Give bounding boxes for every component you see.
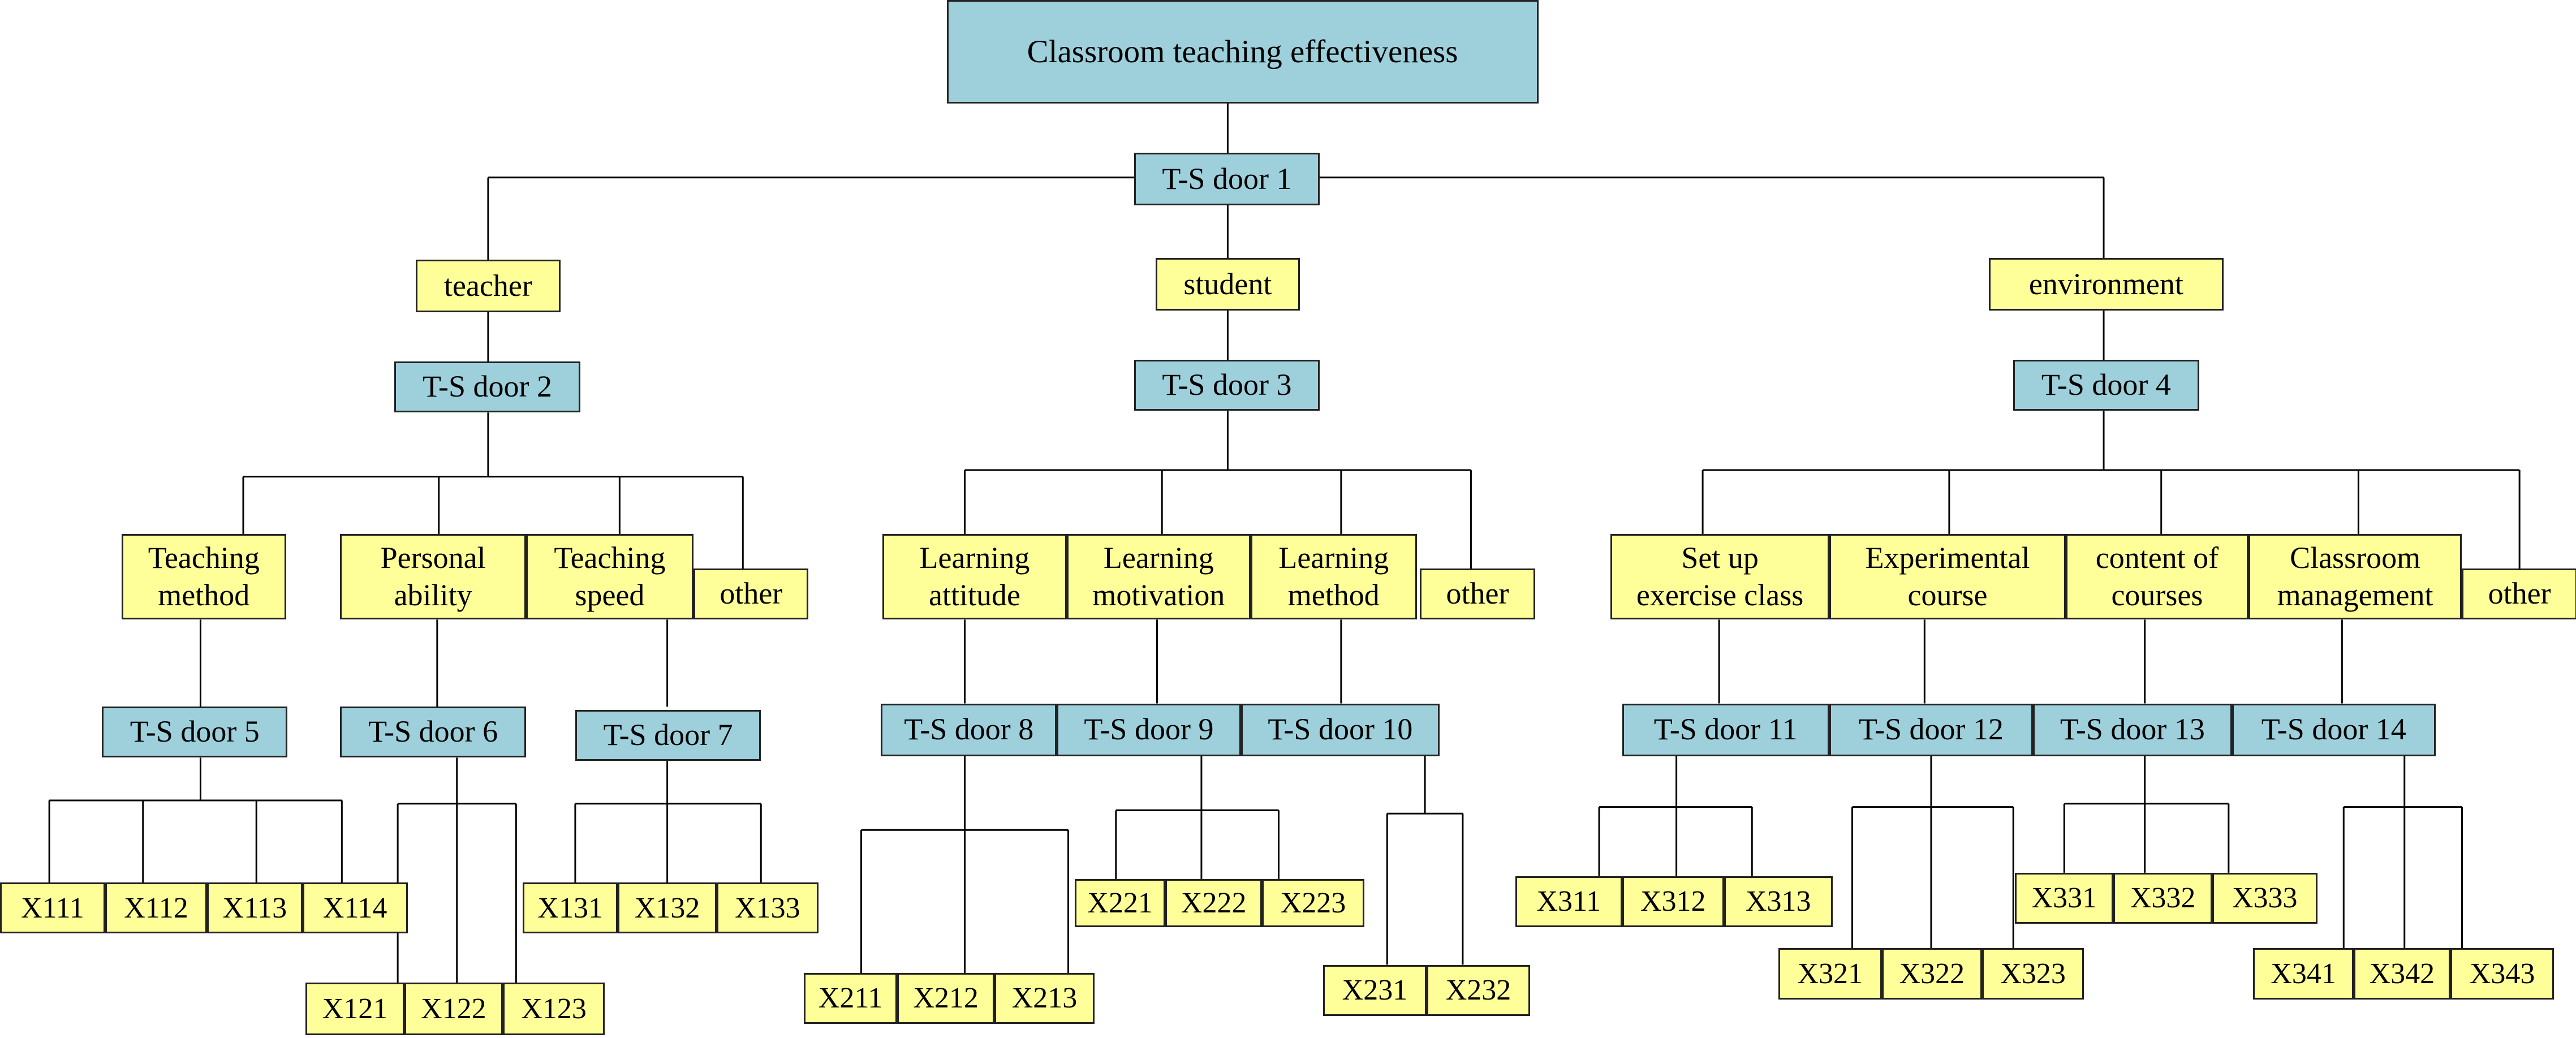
gate-box-g13: T-S door 13 [2033,703,2232,756]
basic-event-x331: X331 [2015,872,2114,924]
basic-event-x223: X223 [1262,879,1364,927]
sub-factor-set-up-exercise-class: Set up exercise class [1610,534,1829,620]
gate-box-g8: T-S door 8 [881,703,1057,756]
sub-factor-learning-motivation: Learning motivation [1066,534,1251,620]
basic-event-x212: X212 [897,973,994,1024]
sub-factor-teaching-method: Teaching method [122,534,286,620]
factor-teacher: teacher [416,260,561,313]
basic-event-x211: X211 [803,973,898,1024]
basic-event-x133: X133 [716,882,819,934]
basic-event-x333: X333 [2212,872,2317,924]
sub-factor-environment-other: other [2462,568,2576,620]
basic-event-x131: X131 [522,882,618,934]
gate-box-g14: T-S door 14 [2232,703,2436,756]
top-event-box: Classroom teaching effectiveness [946,0,1539,104]
basic-event-x221: X221 [1075,879,1165,927]
gate-box-g4: T-S door 4 [2013,360,2199,411]
gate-box-g5: T-S door 5 [102,707,288,758]
basic-event-x332: X332 [2113,872,2212,924]
sub-factor-experimental-course: Experimental course [1829,534,2066,620]
basic-event-x132: X132 [618,882,717,934]
sub-factor-content-of-courses: content of courses [2066,534,2248,620]
basic-event-x121: X121 [305,983,404,1036]
basic-event-x114: X114 [302,882,408,934]
basic-event-x322: X322 [1881,948,1983,1000]
basic-event-x113: X113 [207,882,303,934]
sub-factor-student-other: other [1420,568,1535,620]
sub-factor-learning-attitude: Learning attitude [882,534,1067,620]
basic-event-x222: X222 [1165,879,1263,927]
basic-event-x232: X232 [1426,964,1530,1016]
basic-event-x122: X122 [404,983,503,1036]
sub-factor-teaching-speed: Teaching speed [525,534,694,620]
sub-factor-teacher-other: other [693,568,809,620]
basic-event-x213: X213 [994,973,1095,1024]
basic-event-x343: X343 [2450,948,2555,1000]
gate-box-g1: T-S door 1 [1134,153,1320,206]
sub-factor-personal-ability: Personal ability [340,534,526,620]
basic-event-x311: X311 [1515,876,1622,927]
sub-factor-classroom-management: Classroom management [2248,534,2462,620]
basic-event-x123: X123 [503,983,605,1036]
basic-event-x231: X231 [1323,964,1427,1016]
gate-box-g9: T-S door 9 [1057,703,1241,756]
basic-event-x342: X342 [2353,948,2451,1000]
gate-box-g2: T-S door 2 [394,361,580,413]
gate-box-g6: T-S door 6 [340,707,526,758]
basic-event-x112: X112 [105,882,208,934]
sub-factor-learning-method: Learning method [1251,534,1417,620]
factor-environment: environment [1988,258,2224,311]
gate-box-g12: T-S door 12 [1829,703,2034,756]
basic-event-x111: X111 [0,882,105,934]
basic-event-x341: X341 [2253,948,2354,1000]
gate-box-g11: T-S door 11 [1622,703,1829,756]
basic-event-x323: X323 [1982,948,2084,1000]
basic-event-x313: X313 [1724,876,1833,927]
gate-box-g7: T-S door 7 [575,710,761,761]
gate-box-g3: T-S door 3 [1134,360,1320,411]
basic-event-x321: X321 [1778,948,1882,1000]
basic-event-x312: X312 [1622,876,1724,927]
factor-student: student [1155,258,1300,311]
gate-box-g10: T-S door 10 [1240,703,1440,756]
